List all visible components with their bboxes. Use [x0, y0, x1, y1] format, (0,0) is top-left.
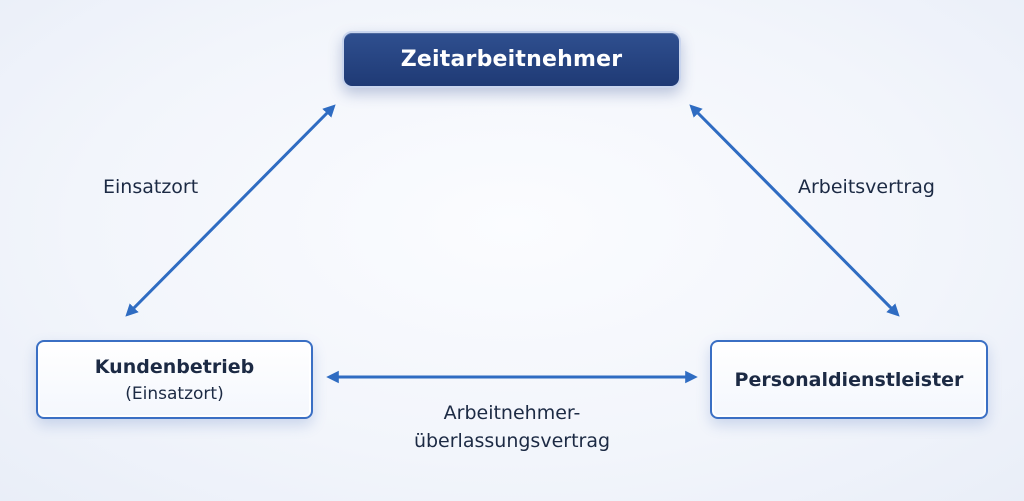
node-kundenbetrieb-sublabel: (Einsatzort) [125, 383, 224, 404]
node-personaldienstleister-label: Personaldienstleister [734, 368, 964, 391]
arrow-right-diagonal [689, 104, 900, 317]
edge-label-einsatzort: Einsatzort [103, 176, 199, 198]
node-personaldienstleister: Personaldienstleister [710, 340, 988, 419]
edge-label-bottom-line2: überlassungsvertrag [413, 430, 611, 452]
node-kundenbetrieb: Kundenbetrieb (Einsatzort) [36, 340, 313, 419]
edge-label-arbeitsvertrag: Arbeitsvertrag [798, 176, 935, 198]
edge-label-bottom-line1: Arbeitnehmer- [443, 402, 581, 424]
node-zeitarbeitnehmer-label: Zeitarbeitnehmer [400, 47, 623, 72]
node-zeitarbeitnehmer: Zeitarbeitnehmer [342, 31, 681, 88]
arrow-left-diagonal [125, 104, 336, 317]
edge-label-ueberlassungsvertrag: Arbeitnehmer- überlassungsvertrag [0, 399, 1024, 455]
node-kundenbetrieb-label: Kundenbetrieb [94, 355, 255, 378]
